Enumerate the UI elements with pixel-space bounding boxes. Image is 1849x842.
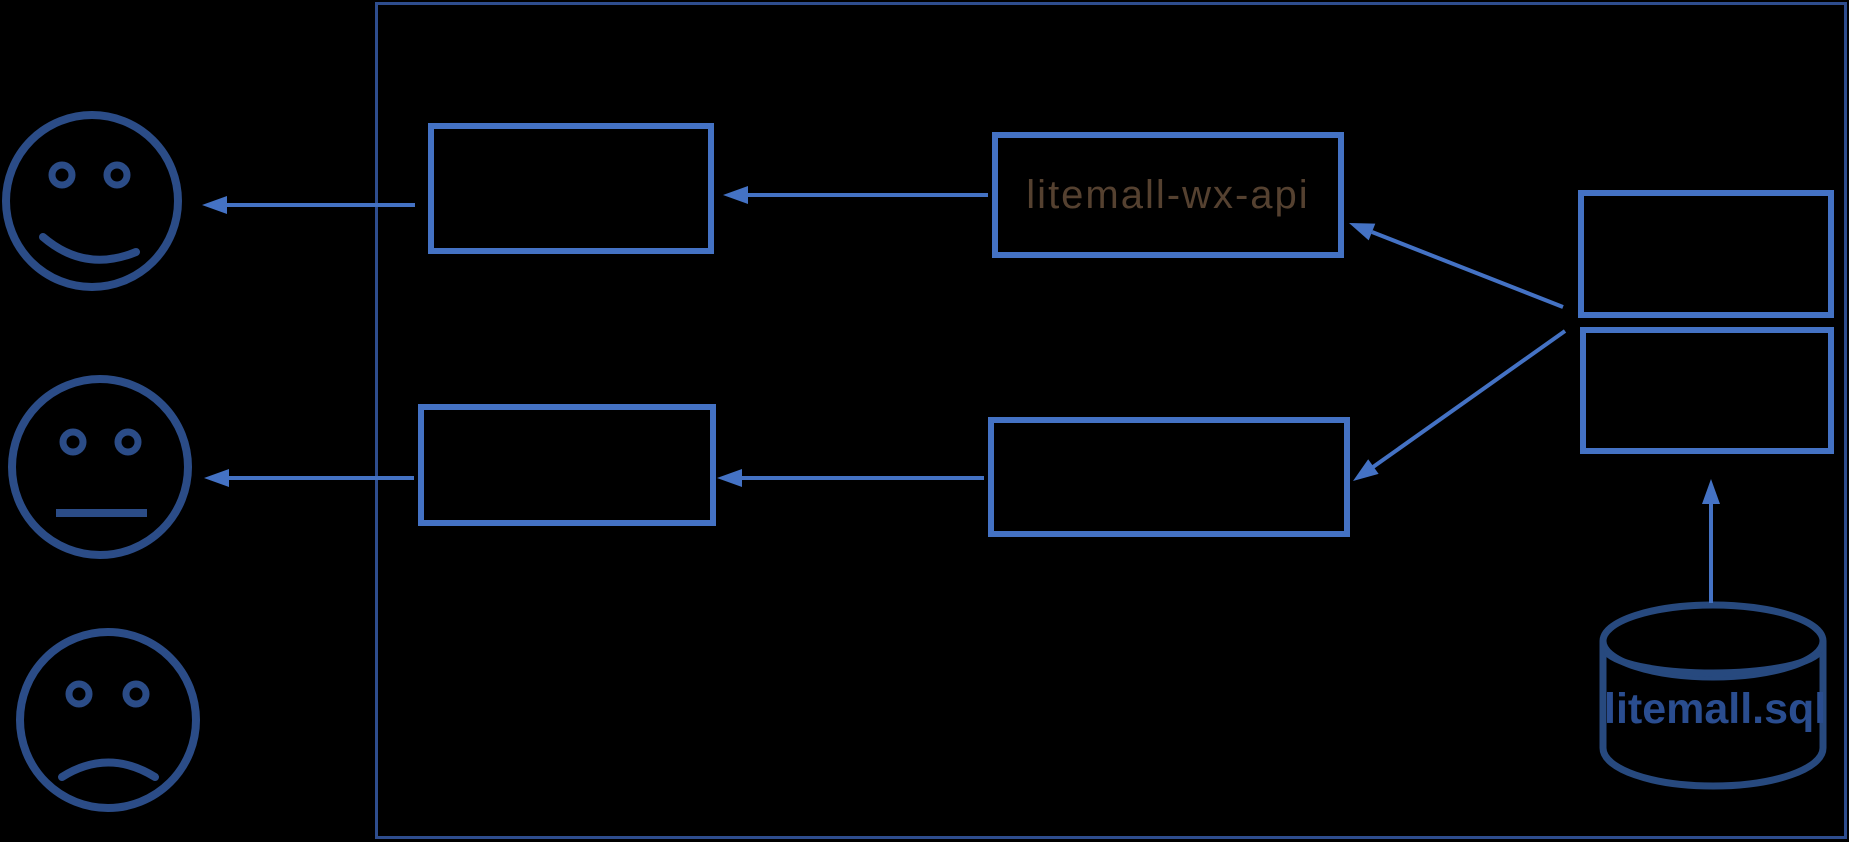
happy-face-icon	[2, 111, 182, 291]
arrow-admin-frontend-to-neutral-user	[204, 469, 414, 487]
arrow-server-to-admin-api	[1353, 329, 1567, 481]
server-lower-box	[1580, 327, 1834, 454]
system-boundary-frame	[375, 2, 1847, 839]
server-upper-box	[1578, 190, 1834, 318]
wx-frontend-box	[428, 123, 714, 254]
database-cylinder-icon	[1599, 601, 1827, 790]
arrow-server-to-wx-api	[1349, 223, 1564, 309]
admin-api-box	[988, 417, 1350, 537]
arrow-wx-frontend-to-happy-user	[202, 196, 415, 214]
sad-face-icon	[16, 628, 200, 812]
wx-api-box: litemall-wx-api	[992, 132, 1344, 258]
arrow-wx-api-to-wx-frontend	[723, 186, 988, 204]
arrow-database-to-server	[1702, 479, 1720, 603]
neutral-face-icon	[8, 375, 192, 559]
wx-api-label: litemall-wx-api	[1026, 172, 1310, 217]
admin-frontend-box	[418, 404, 716, 526]
arrow-layer	[202, 186, 1720, 603]
arrow-admin-api-to-admin-frontend	[717, 469, 984, 487]
database-label: litemall.sql	[1604, 685, 1827, 733]
